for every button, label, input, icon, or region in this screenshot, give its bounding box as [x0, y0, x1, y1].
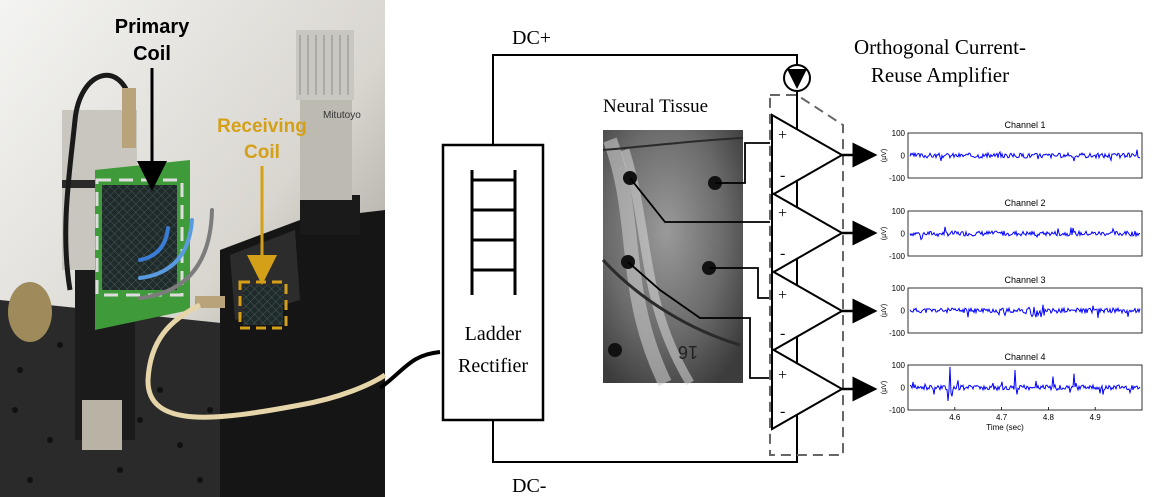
amplifier-title-line2: Reuse Amplifier — [871, 63, 1009, 87]
svg-text:-: - — [780, 325, 785, 342]
electrode-wires — [627, 142, 770, 379]
receiving-coil-label-line2: Coil — [244, 142, 280, 163]
rectifier-label-line1: Ladder — [465, 323, 522, 345]
svg-text:+: + — [778, 127, 787, 144]
y-tick-label: 100 — [892, 284, 906, 293]
ladder-rectifier-block — [441, 143, 545, 422]
amplifier-enclosure — [769, 94, 844, 456]
channel-trace — [909, 226, 1141, 241]
channel-plot-2: Channel 2 100 0 -100 (µV) — [881, 198, 1143, 261]
coil-to-rectifier-wire — [378, 350, 441, 390]
y-tick-label: 100 — [892, 207, 906, 216]
micrometer-thimble — [296, 30, 354, 100]
y-tick-label: -100 — [889, 252, 906, 261]
plot-frame — [907, 132, 1143, 179]
mount-base — [82, 400, 122, 450]
svg-text:+: + — [778, 367, 787, 384]
rectifier-label-line2: Rectifier — [458, 355, 528, 377]
svg-text:+: + — [778, 205, 787, 222]
amplifier-title-line1: Orthogonal Current- — [854, 35, 1026, 59]
tissue-marking: 16 — [678, 342, 698, 362]
y-axis-label: (µV) — [881, 381, 888, 394]
schematic: DC+ DC- Ladder Rectifier Neural Tissue — [441, 27, 1026, 497]
neural-tissue-label: Neural Tissue — [603, 96, 708, 117]
channel-title: Channel 4 — [1004, 352, 1045, 362]
neural-tissue-image: 16 — [601, 130, 744, 387]
dc-minus-rail — [492, 420, 798, 463]
channel-title: Channel 2 — [1004, 198, 1045, 208]
svg-text:+: + — [778, 287, 787, 304]
channel-plot-3: Channel 3 100 0 -100 (µV) — [881, 275, 1143, 338]
svg-text:-: - — [780, 403, 785, 420]
y-tick-label: -100 — [889, 329, 906, 338]
output-arrows — [842, 142, 878, 402]
x-tick-label: 4.9 — [1090, 413, 1102, 422]
channel-title: Channel 1 — [1004, 120, 1045, 130]
receiver-connector — [195, 296, 225, 308]
amplifier-3: + - — [771, 269, 845, 353]
channel-trace — [909, 149, 1141, 163]
dc-plus-rail — [492, 54, 798, 145]
y-tick-label: -100 — [889, 406, 906, 415]
micrometer-barrel — [300, 95, 352, 200]
receiving-coil — [243, 285, 283, 325]
y-axis-label: (µV) — [881, 149, 888, 162]
amplifier-1: + - — [771, 113, 845, 197]
channel-trace — [909, 366, 1141, 402]
x-tick-label: 4.7 — [996, 413, 1008, 422]
x-axis-label: Time (sec) — [986, 423, 1024, 432]
y-tick-label: -100 — [889, 174, 906, 183]
x-tick-label: 4.8 — [1043, 413, 1055, 422]
ladder-icon — [470, 170, 517, 295]
amplifier-4: + - — [771, 347, 845, 431]
primary-coil-highlight — [95, 178, 184, 297]
svg-text:-: - — [780, 245, 785, 262]
y-tick-label: 0 — [901, 230, 906, 239]
sma-connector — [122, 88, 136, 148]
y-axis-label: (µV) — [881, 304, 888, 317]
y-tick-label: 100 — [892, 129, 906, 138]
photo-panel: Mitutoyo Primary Coil Receiving Coil — [0, 0, 387, 497]
mount-knob — [8, 282, 52, 342]
y-tick-label: 0 — [901, 307, 906, 316]
amplifier-2: + - — [771, 191, 845, 275]
micrometer-brand: Mitutoyo — [323, 110, 361, 121]
channel-title: Channel 3 — [1004, 275, 1045, 285]
dc-minus-label: DC- — [512, 475, 546, 497]
x-tick-label: 4.6 — [949, 413, 961, 422]
dc-plus-label: DC+ — [512, 27, 551, 49]
y-tick-label: 0 — [901, 384, 906, 393]
channel-plot-1: Channel 1 100 0 -100 (µV) — [881, 120, 1143, 183]
primary-coil-label-line2: Coil — [133, 43, 171, 65]
channel-trace — [909, 304, 1141, 319]
y-tick-label: 100 — [892, 361, 906, 370]
primary-cable — [63, 72, 133, 291]
receiving-coil-label-line1: Receiving — [217, 116, 307, 137]
svg-text:-: - — [780, 167, 785, 184]
receiver-cable — [145, 302, 387, 420]
y-axis-label: (µV) — [881, 227, 888, 240]
field-arcs — [138, 208, 214, 300]
primary-coil-label-line1: Primary — [115, 16, 190, 38]
micrometer-mount — [300, 195, 360, 235]
channel-plots: Channel 1 100 0 -100 (µV) Channel 2 100 0 -100 (µ… — [881, 120, 1143, 432]
y-tick-label: 0 — [901, 152, 906, 161]
